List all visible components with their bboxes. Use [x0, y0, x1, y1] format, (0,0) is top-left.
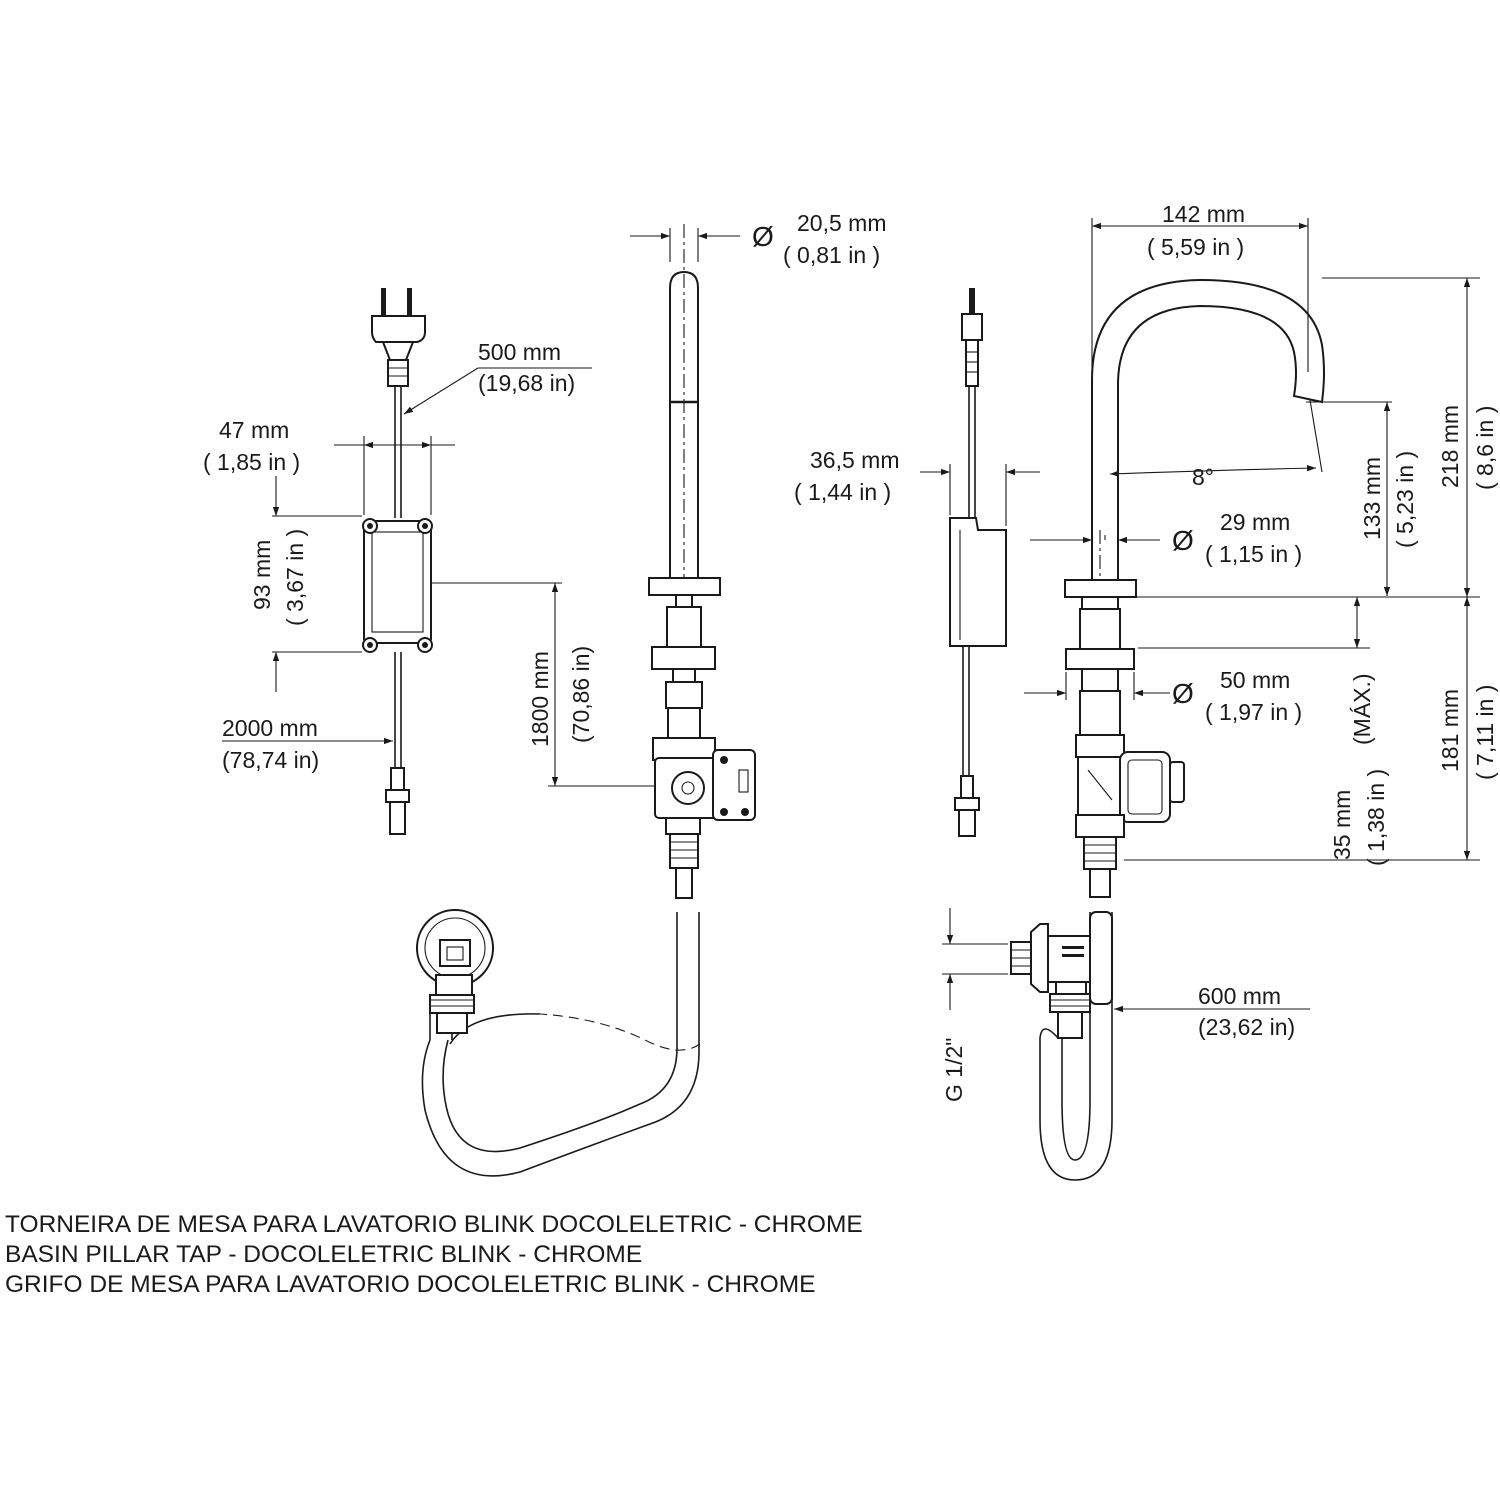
title-portuguese: TORNEIRA DE MESA PARA LAVATORIO BLINK DO…	[5, 1211, 863, 1238]
dim-2000-mm: 2000 mm	[222, 715, 318, 741]
dim-36-5-mm: 36,5 mm	[810, 447, 899, 473]
angle-valve-front-icon	[416, 909, 494, 1034]
dim-133-in: ( 5,23 in )	[1392, 451, 1418, 548]
title-block: TORNEIRA DE MESA PARA LAVATORIO BLINK DO…	[5, 1210, 1005, 1300]
dimension-deck-35: 35 mm ( 1,38 in ) (MÁX.)	[1138, 597, 1389, 866]
dim-20-5-mm: 20,5 mm	[797, 210, 886, 236]
dim-1800-mm: 1800 mm	[527, 651, 553, 747]
dimension-base-diameter: Ø 50 mm ( 1,97 in )	[1024, 667, 1302, 725]
dim-133-mm: 133 mm	[1359, 457, 1385, 540]
dim-93-in: ( 3,67 in )	[282, 529, 308, 626]
dim-2000-in: (78,74 in)	[222, 747, 319, 773]
dim-218-in: ( 8,6 in )	[1472, 406, 1498, 490]
dimension-hose-600: 600 mm (23,62 in)	[1114, 983, 1310, 1040]
dimension-cable-500: 500 mm (19,68 in)	[403, 339, 592, 415]
dim-29-mm: 29 mm	[1220, 509, 1290, 535]
title-english: BASIN PILLAR TAP - DOCOLELETRIC BLINK - …	[5, 1241, 643, 1268]
diameter-symbol-base: Ø	[1172, 678, 1194, 709]
faucet-front-view	[648, 224, 756, 899]
dimension-thread: G 1/2"	[941, 908, 1008, 1102]
dimension-box-height-93: 93 mm ( 3,67 in )	[249, 476, 362, 692]
title-spanish: GRIFO DE MESA PARA LAVATORIO DOCOLELETRI…	[5, 1271, 816, 1298]
supply-hose-side	[1039, 912, 1113, 1181]
dim-35-note: (MÁX.)	[1349, 673, 1375, 745]
dim-angle: 8°	[1192, 464, 1214, 490]
dim-35-in: ( 1,38 in )	[1363, 769, 1389, 866]
dimension-cable-2000: 2000 mm (78,74 in)	[222, 715, 393, 773]
dimension-body-diameter: Ø 29 mm ( 1,15 in )	[1030, 509, 1302, 567]
dim-142-mm: 142 mm	[1162, 201, 1245, 227]
side-valve-body-icon	[1077, 751, 1185, 823]
plug-icon	[371, 288, 426, 387]
dim-142-in: ( 5,59 in )	[1147, 234, 1244, 260]
dim-35-mm: 35 mm	[1329, 790, 1355, 860]
dim-600-mm: 600 mm	[1198, 983, 1281, 1009]
dim-181-in: ( 7,11 in )	[1472, 685, 1498, 780]
dim-1800-in: (70,86 in)	[568, 646, 594, 743]
dim-600-in: (23,62 in)	[1198, 1014, 1295, 1040]
dimension-length-1800: 1800 mm (70,86 in)	[431, 582, 655, 787]
dimension-height-218: 218 mm ( 8,6 in )	[1136, 277, 1498, 598]
diameter-symbol-body: Ø	[1172, 525, 1194, 556]
angle-valve-side-icon	[1010, 911, 1113, 1039]
dim-50-in: ( 1,97 in )	[1205, 699, 1302, 725]
dim-20-5-in: ( 0,81 in )	[783, 242, 880, 268]
dimension-box-width-47: 47 mm ( 1,85 in )	[203, 417, 455, 515]
diameter-symbol-spout: Ø	[752, 221, 774, 252]
dimension-reach-142: 142 mm ( 5,59 in )	[1091, 201, 1309, 376]
dim-218-mm: 218 mm	[1437, 405, 1463, 488]
dim-181-mm: 181 mm	[1437, 689, 1463, 772]
dim-47-mm: 47 mm	[219, 417, 289, 443]
dim-93-mm: 93 mm	[249, 540, 275, 610]
solenoid-valve-icon	[654, 749, 756, 821]
power-supply-box	[362, 518, 433, 653]
dimension-height-133: 133 mm ( 5,23 in )	[1359, 402, 1418, 596]
dim-500-in: (19,68 in)	[478, 370, 575, 396]
dim-thread: G 1/2"	[941, 1038, 967, 1102]
dimension-sensor-width: 36,5 mm ( 1,44 in )	[794, 447, 1040, 526]
dim-500-mm: 500 mm	[478, 339, 561, 365]
dim-50-mm: 50 mm	[1220, 667, 1290, 693]
cable-connector-icon	[385, 767, 410, 835]
dim-47-in: ( 1,85 in )	[203, 449, 300, 475]
sensor-side-view	[949, 288, 1007, 837]
power-supply-drawing	[362, 288, 433, 835]
dimension-angle-8: 8°	[1109, 399, 1392, 490]
dim-36-5-in: ( 1,44 in )	[794, 479, 891, 505]
dim-29-in: ( 1,15 in )	[1205, 541, 1302, 567]
dimension-spout-diameter: Ø 20,5 mm ( 0,81 in )	[630, 210, 886, 268]
supply-hose-front	[421, 912, 701, 1177]
dimension-height-181: 181 mm ( 7,11 in )	[1124, 597, 1498, 861]
faucet-side-view	[1064, 278, 1325, 898]
